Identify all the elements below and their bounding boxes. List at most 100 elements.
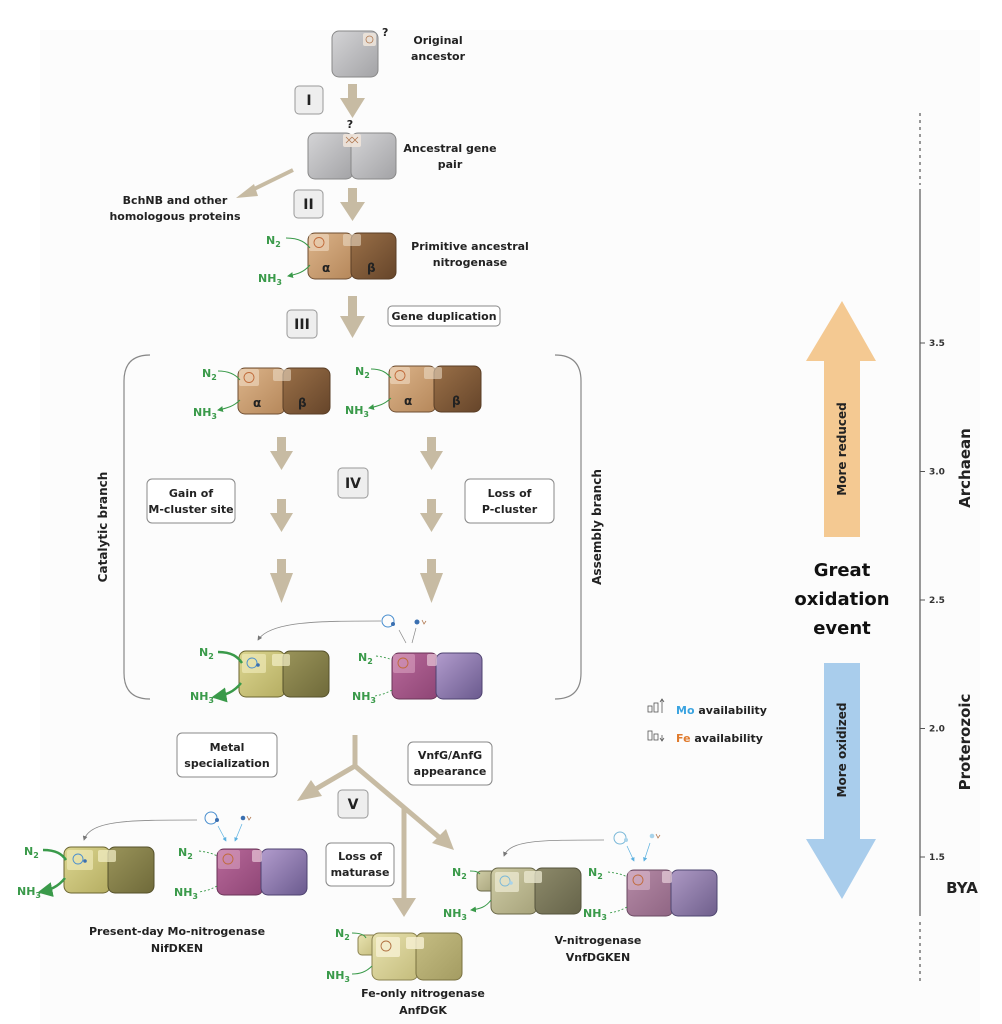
svg-text:Metal: Metal	[210, 741, 245, 754]
assembly-ancestor-protein	[388, 365, 482, 413]
svg-text:Mo availability: Mo availability	[676, 704, 767, 717]
m-cluster-cofactor-icon	[204, 811, 219, 825]
step-marker-ii: II	[293, 189, 324, 219]
mo-nitrogenase-label-line1: Present-day Mo-nitrogenase	[89, 925, 265, 938]
original-ancestor-protein	[331, 30, 379, 78]
m-cluster-icon	[239, 369, 259, 386]
fe-nitrogenase-protein	[357, 932, 463, 981]
metal-specialization-arrows	[297, 735, 454, 917]
arrow-down-icon	[270, 559, 293, 603]
m-cluster-cofactor-icon	[381, 614, 395, 628]
bchnb-label-line1: BchNB and other	[123, 194, 228, 207]
beta-subunit-label: β	[298, 396, 307, 410]
more-reduced-arrow: More reduced	[806, 301, 876, 537]
svg-text:VnfG/AnfG: VnfG/AnfG	[418, 749, 482, 762]
n2-label: N2	[335, 927, 350, 942]
v-nitrogenase-protein	[476, 867, 582, 915]
era-proterozoic: Proterozoic	[956, 694, 974, 791]
beta-subunit-label: β	[452, 394, 461, 408]
nh3-flow-arrow	[287, 264, 311, 278]
svg-text:maturase: maturase	[331, 866, 390, 879]
svg-text:I: I	[306, 93, 311, 109]
assembly-maturase-protein	[391, 652, 483, 700]
n2-label: N2	[452, 866, 467, 881]
m-cluster-icon	[390, 367, 410, 384]
svg-text:Loss of: Loss of	[488, 487, 532, 500]
arrow-down-icon	[340, 188, 365, 221]
p-cluster-icon	[98, 850, 116, 862]
m-cluster-icon	[495, 872, 519, 892]
nh3-label: NH3	[193, 406, 217, 421]
nh3-label: NH3	[258, 272, 282, 287]
timeline-tick-label: 3.5	[929, 339, 945, 349]
svg-text:Gain of: Gain of	[169, 487, 213, 500]
ancestral-pair-label-line2: pair	[438, 158, 463, 171]
more-oxidized-arrow: More oxidized	[806, 663, 876, 899]
original-ancestor-question-mark: ?	[382, 26, 388, 39]
p-cluster-icon	[424, 367, 442, 379]
loss-of-maturase-annotation: Loss of maturase	[325, 842, 395, 887]
catalytic-branch-label: Catalytic branch	[96, 472, 110, 583]
fe-availability-legend: Fe availability	[647, 730, 763, 745]
mo-maturase-protein	[216, 848, 308, 896]
catalytic-branch-bracket	[123, 354, 151, 700]
n2-label: N2	[178, 846, 193, 861]
timeline-tick-label: 1.5	[929, 853, 945, 863]
svg-text:More reduced: More reduced	[835, 402, 849, 495]
bchnb-label-line2: homologous proteins	[109, 210, 241, 223]
ancestral-gene-pair-protein	[307, 132, 397, 180]
step-marker-i: I	[294, 85, 324, 115]
assembly-branch-label: Assembly branch	[590, 469, 604, 585]
goe-label-line2: oxidation	[794, 589, 889, 610]
alpha-subunit-label: α	[253, 396, 261, 410]
m-cluster-icon	[628, 871, 650, 890]
increasing-bars-icon	[647, 698, 665, 713]
catalytic-branch-arrows	[270, 437, 293, 603]
svg-text:More oxidized: More oxidized	[835, 703, 849, 798]
primitive-label-line2: nitrogenase	[433, 256, 507, 269]
p-cluster-icon	[343, 234, 361, 246]
era-archaean: Archaean	[956, 428, 974, 508]
timeline-tick-label: 2.0	[929, 725, 945, 735]
original-ancestor-label-line1: Original	[413, 34, 462, 47]
ancestral-pair-question-mark: ?	[347, 118, 353, 131]
nh3-label: NH3	[352, 690, 376, 705]
p-cluster-icon	[273, 369, 291, 381]
step-marker-iv: IV	[337, 467, 369, 499]
catalytic-nitrogenase-protein	[238, 650, 330, 698]
assembly-branch-arrows	[420, 437, 443, 603]
fe-nitrogenase-label-line1: Fe-only nitrogenase	[361, 987, 485, 1000]
assembly-branch-bracket	[554, 354, 582, 700]
nh3-label: NH3	[443, 907, 467, 922]
vnfg-anfg-appearance-annotation: VnfG/AnfG appearance	[407, 741, 493, 786]
p-cluster-icon	[662, 871, 672, 883]
vanadium-atom-icon	[649, 833, 661, 839]
arrow-down-icon	[392, 898, 416, 917]
metal-specialization-annotation: Metal specialization	[176, 732, 278, 778]
nh3-label: NH3	[17, 885, 41, 900]
primitive-label-line1: Primitive ancestral	[411, 240, 529, 253]
m-cluster-icon	[309, 234, 329, 251]
svg-text:P-cluster: P-cluster	[482, 503, 538, 516]
cofactor-transfer-arrow	[82, 819, 198, 841]
timeline-tick-label: 2.5	[929, 596, 945, 606]
n2-label: N2	[358, 651, 373, 666]
loss-p-cluster-annotation: Loss of P-cluster	[464, 478, 555, 524]
svg-text:III: III	[294, 317, 310, 333]
n2-label: N2	[202, 367, 217, 382]
timeline-unit-label: BYA	[946, 879, 978, 897]
arrow-down-icon	[270, 437, 293, 470]
fe-nitrogenase-label-line2: AnfDGK	[399, 1004, 447, 1017]
m-cluster-icon	[393, 654, 415, 673]
p-cluster-icon	[343, 134, 361, 147]
svg-text:Gene duplication: Gene duplication	[391, 310, 496, 323]
n2-label: N2	[199, 646, 214, 661]
ancestral-pair-label-line1: Ancestral gene	[403, 142, 496, 155]
n2-label: N2	[588, 866, 603, 881]
mo-nitrogenase-protein	[63, 846, 155, 894]
svg-text:IV: IV	[345, 476, 361, 492]
alpha-subunit-label: α	[322, 261, 330, 275]
v-cluster-cofactor-icon	[613, 831, 628, 845]
v-maturase-protein	[626, 869, 718, 917]
